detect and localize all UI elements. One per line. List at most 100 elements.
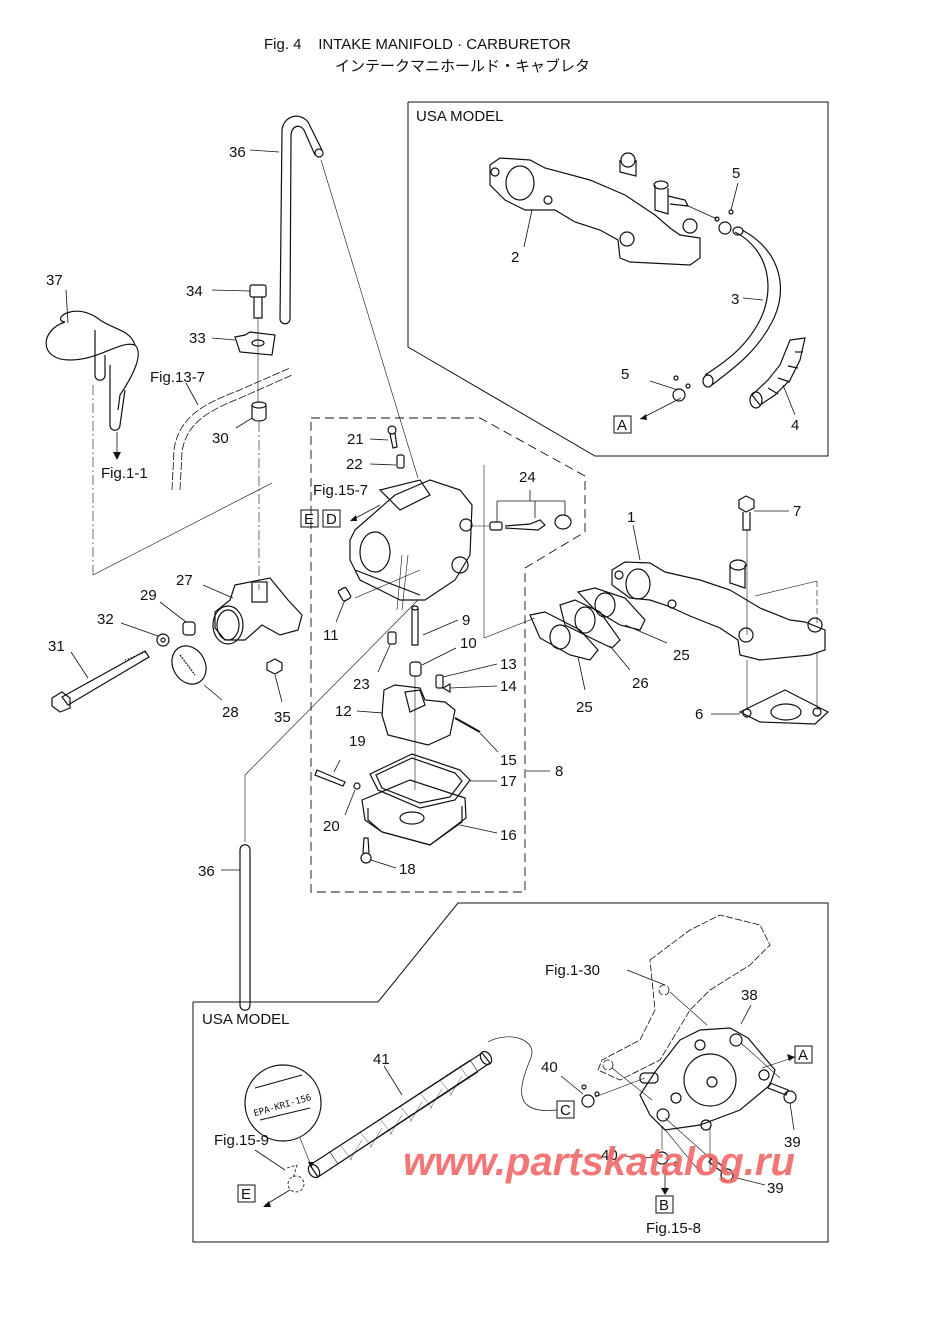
fitting-reference-outline <box>286 1164 305 1193</box>
svg-text:E: E <box>241 1186 251 1203</box>
callout-36-lower: 36 <box>198 863 215 880</box>
connector-C: C <box>556 1100 575 1119</box>
part-39-bolt-upper <box>767 1082 797 1104</box>
callout-29: 29 <box>140 587 157 604</box>
part-37-loop-hose <box>45 310 139 431</box>
bottom-panel-label: USA MODEL <box>202 1011 290 1028</box>
part-24-pilot-screw-set <box>470 490 572 531</box>
callout-39-upper: 39 <box>784 1134 801 1151</box>
callout-14: 14 <box>500 678 517 695</box>
ref-fig-13-7: Fig.13-7 <box>150 369 205 386</box>
part-32-washer <box>156 633 170 647</box>
connector-D: D <box>322 509 341 528</box>
svg-text:A: A <box>798 1047 808 1064</box>
callout-30: 30 <box>212 430 229 447</box>
part-22-spring <box>396 454 405 469</box>
callout-9: 9 <box>462 612 470 629</box>
callout-19: 19 <box>349 733 366 750</box>
callout-40-upper: 40 <box>541 1059 558 1076</box>
part-26-insulator <box>559 599 621 649</box>
ref-fig-15-7: Fig.15-7 <box>313 482 368 499</box>
part-20-o-ring <box>353 782 361 790</box>
svg-text:B: B <box>659 1197 669 1214</box>
part-17-gasket <box>369 753 471 809</box>
callout-26: 26 <box>632 675 649 692</box>
part-4-ribbed-hose <box>749 337 806 409</box>
part-34-bolt <box>249 284 267 319</box>
callout-11: 11 <box>323 627 339 644</box>
part-21-screw <box>387 425 398 449</box>
part-6-gasket <box>738 689 830 725</box>
top-usa-model-panel: USA MODEL <box>407 101 829 457</box>
part-15-float-pin <box>454 717 481 733</box>
callout-38: 38 <box>741 987 758 1004</box>
callout-17: 17 <box>500 773 517 790</box>
part-5-hose-clamp-upper <box>714 209 734 235</box>
callout-12: 12 <box>335 703 352 720</box>
part-36-fuel-hose-upper <box>279 115 324 325</box>
part-10-needle-valve <box>409 661 422 677</box>
part-41-fuel-hose-braided <box>307 1050 493 1179</box>
callout-10: 10 <box>460 635 477 652</box>
top-panel-leaders <box>523 182 796 420</box>
top-panel-label: USA MODEL <box>416 108 504 125</box>
callout-33: 33 <box>189 330 206 347</box>
part-29-collar <box>182 621 196 636</box>
callout-36-upper: 36 <box>229 144 246 161</box>
hose-36-path-line <box>320 159 419 479</box>
callout-25-right: 25 <box>673 647 690 664</box>
callout-22: 22 <box>346 456 363 473</box>
svg-text:C: C <box>560 1102 571 1119</box>
callout-3: 3 <box>731 291 739 308</box>
callout-40-lower: 40 <box>601 1147 618 1164</box>
part-16-float-chamber <box>361 779 467 846</box>
part-1-intake-manifold <box>611 559 826 661</box>
connector-E-top: E <box>300 509 319 528</box>
svg-text:A: A <box>617 417 627 434</box>
callout-7: 7 <box>793 503 801 520</box>
callout-23: 23 <box>353 676 370 693</box>
callout-31: 31 <box>48 638 65 655</box>
part-31-long-bolt <box>51 650 150 713</box>
part-11-screw <box>337 586 352 602</box>
callout-15: 15 <box>500 752 517 769</box>
connector-A-top: A <box>613 415 632 434</box>
hose-marking-detail: EPA-KRI-156 <box>244 1064 322 1142</box>
callout-18: 18 <box>399 861 416 878</box>
part-27-intake-silencer-body <box>212 577 303 645</box>
figure-title-japanese: インテークマニホールド・キャブレタ <box>335 57 591 75</box>
part-40-clamp-upper <box>581 1084 600 1108</box>
callout-4: 4 <box>791 417 799 434</box>
part-2-intake-manifold-usa <box>489 152 701 266</box>
callout-1: 1 <box>627 509 635 526</box>
callout-34: 34 <box>186 283 203 300</box>
part-19-drain-screw <box>314 769 346 787</box>
callout-5-lower: 5 <box>621 366 629 383</box>
part-3-hose <box>702 226 782 388</box>
callout-35: 35 <box>274 709 291 726</box>
part-13-float-pin-clip <box>435 674 444 689</box>
svg-text:E: E <box>304 511 314 528</box>
callout-21: 21 <box>347 431 364 448</box>
part-36-fuel-hose-lower <box>239 844 251 1011</box>
figure-title-english: Fig. 4 INTAKE MANIFOLD · CARBURETOR <box>264 36 571 53</box>
callout-6: 6 <box>695 706 703 723</box>
connector-A-bottom: A <box>794 1045 813 1064</box>
part-7-bolt <box>738 495 755 531</box>
connector-E-bottom: E <box>237 1184 256 1203</box>
callout-37: 37 <box>46 272 63 289</box>
carburetor-body <box>349 479 473 601</box>
part-5-hose-clamp-lower <box>672 375 691 402</box>
callout-32: 32 <box>97 611 114 628</box>
callout-16: 16 <box>500 827 517 844</box>
callout-8: 8 <box>555 763 563 780</box>
carburetor-assembly-boundary <box>310 417 586 893</box>
part-30-cap <box>251 401 267 422</box>
callout-41: 41 <box>373 1051 390 1068</box>
part-18-screw <box>360 837 372 864</box>
ref-fig-1-1: Fig.1-1 <box>101 465 148 482</box>
connector-B: B <box>655 1195 674 1214</box>
ref-fig-15-9: Fig.15-9 <box>214 1132 269 1149</box>
callout-27: 27 <box>176 572 193 589</box>
